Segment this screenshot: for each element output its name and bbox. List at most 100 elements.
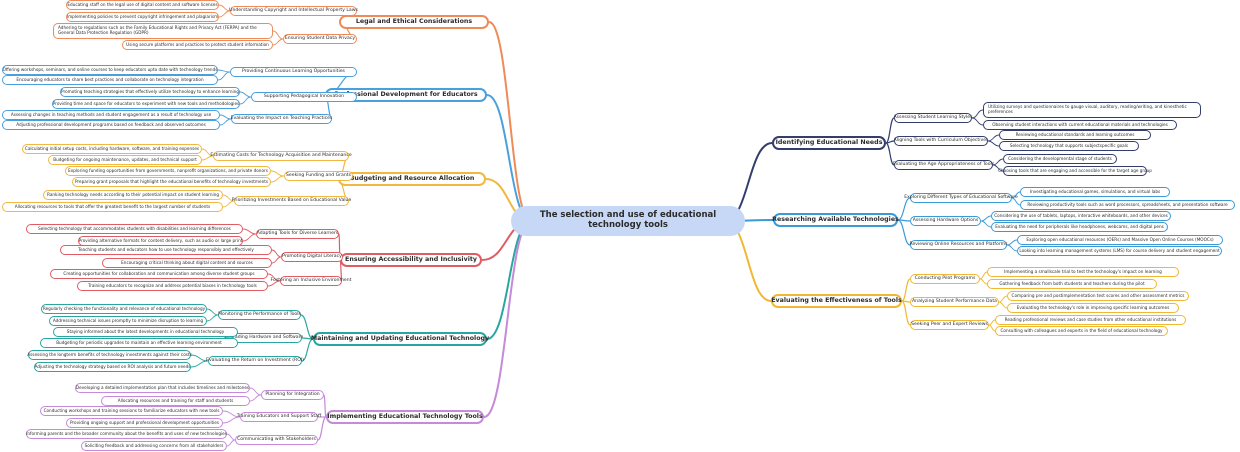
leaf-topic-access[interactable]: Encouraging critical thinking about digi… bbox=[102, 258, 272, 268]
leaf-topic-eval[interactable]: Evaluating the technology's role in impr… bbox=[1007, 303, 1179, 313]
leaf-topic-research[interactable]: Looking into learning management systems… bbox=[1017, 246, 1222, 256]
leaf-topic-legal[interactable]: Implementing policies to prevent copyrig… bbox=[66, 12, 219, 22]
leaf-topic-impl[interactable]: Providing ongoing support and profession… bbox=[66, 418, 223, 428]
leaf-topic-research[interactable]: Considering the use of tablets, laptops,… bbox=[991, 211, 1171, 221]
leaf-connector-impl bbox=[249, 394, 262, 402]
leaf-connector-identify bbox=[987, 140, 1000, 147]
leaf-topic-eval[interactable]: Implementing a smallscale trial to test … bbox=[987, 267, 1179, 277]
subtopic-pd[interactable]: Evaluating the Impact on Teaching Practi… bbox=[231, 114, 332, 124]
leaf-topic-pd[interactable]: Providing time and space for educators t… bbox=[52, 99, 240, 109]
leaf-topic-impl[interactable]: Developing a detailed implementation pla… bbox=[75, 383, 250, 393]
subtopic-pd[interactable]: Providing Continuous Learning Opportunit… bbox=[230, 67, 357, 77]
leaf-topic-budget[interactable]: Allocating resources to tools that offer… bbox=[2, 202, 223, 212]
leaf-topic-eval[interactable]: Comparing pre and postimplementation tes… bbox=[1007, 291, 1189, 301]
leaf-topic-budget[interactable]: Budgeting for ongoing maintenance, updat… bbox=[48, 155, 202, 165]
leaf-topic-research[interactable]: Evaluating the need for peripherals like… bbox=[991, 222, 1168, 232]
subtopic-identify[interactable]: Aligning Tools with Curriculum Objective… bbox=[894, 136, 988, 146]
leaf-topic-access[interactable]: Teaching students and educators how to u… bbox=[60, 245, 272, 255]
subtopic-research[interactable]: Exploring Different Types of Educational… bbox=[904, 193, 1018, 203]
root-topic[interactable]: The selection and use of educational tec… bbox=[511, 206, 745, 236]
leaf-topic-pd[interactable]: Assessing changes in teaching methods an… bbox=[2, 110, 220, 120]
leaf-topic-budget[interactable]: Ranking technology needs according to th… bbox=[43, 190, 223, 200]
leaf-connector-identify bbox=[971, 109, 984, 119]
leaf-topic-eval[interactable]: Reading professional reviews and case st… bbox=[995, 315, 1186, 325]
branch-maint[interactable]: Maintaining and Updating Educational Tec… bbox=[311, 332, 489, 346]
leaf-connector-access bbox=[267, 280, 281, 287]
subtopic-pd[interactable]: Supporting Pedagogical Innovation bbox=[251, 92, 357, 102]
subtopic-maint[interactable]: Evaluating the Return on Investment (ROI… bbox=[206, 356, 304, 366]
leaf-topic-pd[interactable]: Promoting teaching strategies that effec… bbox=[60, 87, 240, 97]
branch-eval[interactable]: Evaluating the Effectiveness of Tools bbox=[771, 294, 902, 308]
leaf-topic-identify[interactable]: Selecting technology that supports subje… bbox=[999, 141, 1139, 151]
subtopic-impl[interactable]: Planning for Integration bbox=[261, 390, 324, 400]
leaf-topic-access[interactable]: Creating opportunities for collaboration… bbox=[50, 269, 268, 279]
subtopic-access[interactable]: Adapting Tools for Diverse Learners bbox=[256, 229, 339, 239]
sub-connector-impl bbox=[317, 416, 327, 441]
subtopic-eval[interactable]: Seeking Peer and Expert Reviews bbox=[910, 320, 989, 330]
subtopic-eval[interactable]: Conducting Pilot Programs bbox=[910, 274, 980, 284]
subtopic-identify[interactable]: Evaluating the Age Appropriateness of To… bbox=[893, 160, 994, 170]
leaf-topic-eval[interactable]: Gathering feedback from both students an… bbox=[987, 279, 1157, 289]
leaf-topic-budget[interactable]: Exploring funding opportunities from gov… bbox=[65, 166, 271, 176]
leaf-topic-pd[interactable]: Adjusting professional development progr… bbox=[2, 120, 220, 130]
leaf-topic-identify[interactable]: Reviewing educational standards and lear… bbox=[999, 130, 1151, 140]
subtopic-eval[interactable]: Analyzing Student Performance Data bbox=[910, 297, 999, 307]
leaf-topic-legal[interactable]: Adhering to regulations such as the Fami… bbox=[53, 23, 273, 39]
leaf-topic-budget[interactable]: Calculating initial setup costs, includi… bbox=[22, 144, 202, 154]
subtopic-identify[interactable]: Assessing Student Learning Styles bbox=[894, 113, 973, 123]
leaf-connector-eval bbox=[988, 324, 996, 332]
leaf-connector-maint bbox=[206, 314, 219, 322]
leaf-topic-impl[interactable]: Conducting workshops and training sessio… bbox=[40, 406, 223, 416]
branch-pd[interactable]: Professional Development for Educators bbox=[325, 88, 487, 102]
leaf-topic-eval[interactable]: Consulting with colleagues and experts i… bbox=[995, 326, 1168, 336]
leaf-topic-maint[interactable]: Assessing the longterm benefits of techn… bbox=[27, 350, 192, 360]
subtopic-budget[interactable]: Estimating Costs for Technology Acquisit… bbox=[210, 151, 352, 161]
subtopic-access[interactable]: Promoting Digital Literacy bbox=[281, 252, 343, 262]
leaf-connector-identify bbox=[971, 117, 984, 126]
leaf-topic-legal[interactable]: Using secure platforms and practices to … bbox=[122, 40, 273, 50]
subtopic-access[interactable]: Fostering an Inclusive Environment bbox=[271, 276, 351, 286]
leaf-topic-research[interactable]: Investigating educational games, simulat… bbox=[1020, 187, 1170, 197]
branch-research[interactable]: Researching Available Technologies bbox=[772, 213, 899, 227]
branch-impl[interactable]: Implementing Educational Technology Tool… bbox=[326, 410, 484, 424]
leaf-topic-access[interactable]: Selecting technology that accommodates s… bbox=[26, 224, 243, 234]
leaf-topic-identify[interactable]: Observing student interactions with curr… bbox=[983, 120, 1177, 130]
leaf-topic-maint[interactable]: Budgeting for periodic upgrades to maint… bbox=[40, 338, 238, 348]
subtopic-research[interactable]: Reviewing Online Resources and Platforms bbox=[909, 240, 1008, 250]
subtopic-budget[interactable]: Seeking Funding and Grants bbox=[284, 171, 353, 181]
leaf-topic-impl[interactable]: Soliciting feedback and addressing conce… bbox=[81, 441, 227, 451]
subtopic-legal[interactable]: Ensuring Student Data Privacy bbox=[283, 34, 357, 44]
leaf-topic-identify[interactable]: Utilizing surveys and questionnaires to … bbox=[983, 102, 1201, 118]
leaf-connector-identify bbox=[992, 158, 1004, 166]
leaf-topic-research[interactable]: Exploring open educational resources (OE… bbox=[1017, 235, 1223, 245]
leaf-topic-pd[interactable]: Encouraging educators to share best prac… bbox=[2, 75, 218, 85]
branch-legal[interactable]: Legal and Ethical Considerations bbox=[339, 15, 489, 29]
leaf-topic-access[interactable]: Training educators to recognize and addr… bbox=[77, 281, 268, 291]
subtopic-maint[interactable]: Monitoring the Performance of Tools bbox=[218, 310, 301, 320]
branch-budget[interactable]: Budgeting and Resource Allocation bbox=[338, 172, 486, 186]
leaf-connector-impl bbox=[249, 387, 262, 396]
leaf-topic-impl[interactable]: Informing parents and the broader commun… bbox=[26, 429, 227, 439]
leaf-topic-maint[interactable]: Staying informed about the latest develo… bbox=[53, 327, 238, 337]
leaf-connector-pd bbox=[217, 69, 231, 73]
leaf-topic-identify[interactable]: Choosing tools that are engaging and acc… bbox=[998, 166, 1152, 176]
subtopic-research[interactable]: Assessing Hardware Options bbox=[910, 216, 981, 226]
branch-access[interactable]: Ensuring Accessibility and Inclusivity bbox=[340, 253, 482, 267]
leaf-topic-legal[interactable]: Educating staff on the legal use of digi… bbox=[66, 0, 219, 10]
leaf-topic-maint[interactable]: Regularly checking the functionality and… bbox=[41, 304, 207, 314]
leaf-topic-maint[interactable]: Adjusting the technology strategy based … bbox=[34, 362, 191, 372]
leaf-connector-eval bbox=[998, 301, 1008, 309]
leaf-connector-pd bbox=[239, 96, 252, 105]
branch-identify[interactable]: Identifying Educational Needs bbox=[772, 136, 886, 150]
leaf-topic-impl[interactable]: Allocating resources and training for st… bbox=[101, 396, 250, 406]
leaf-topic-pd[interactable]: Offering workshops, seminars, and online… bbox=[2, 65, 218, 75]
subtopic-impl[interactable]: Communicating with Stakeholders bbox=[235, 435, 318, 445]
leaf-topic-research[interactable]: Reviewing productivity tools such as wor… bbox=[1020, 200, 1235, 210]
leaf-topic-identify[interactable]: Considering the developmental stage of s… bbox=[1003, 154, 1117, 164]
subtopic-legal[interactable]: Understanding Copyright and Intellectual… bbox=[229, 6, 358, 16]
leaf-connector-eval bbox=[979, 278, 988, 285]
leaf-topic-budget[interactable]: Preparing grant proposals that highlight… bbox=[72, 177, 271, 187]
leaf-topic-maint[interactable]: Addressing technical issues promptly to … bbox=[49, 316, 207, 326]
subtopic-impl[interactable]: Training Educators and Support Staff bbox=[237, 412, 321, 422]
subtopic-budget[interactable]: Prioritizing Investments Based on Educat… bbox=[232, 196, 351, 206]
